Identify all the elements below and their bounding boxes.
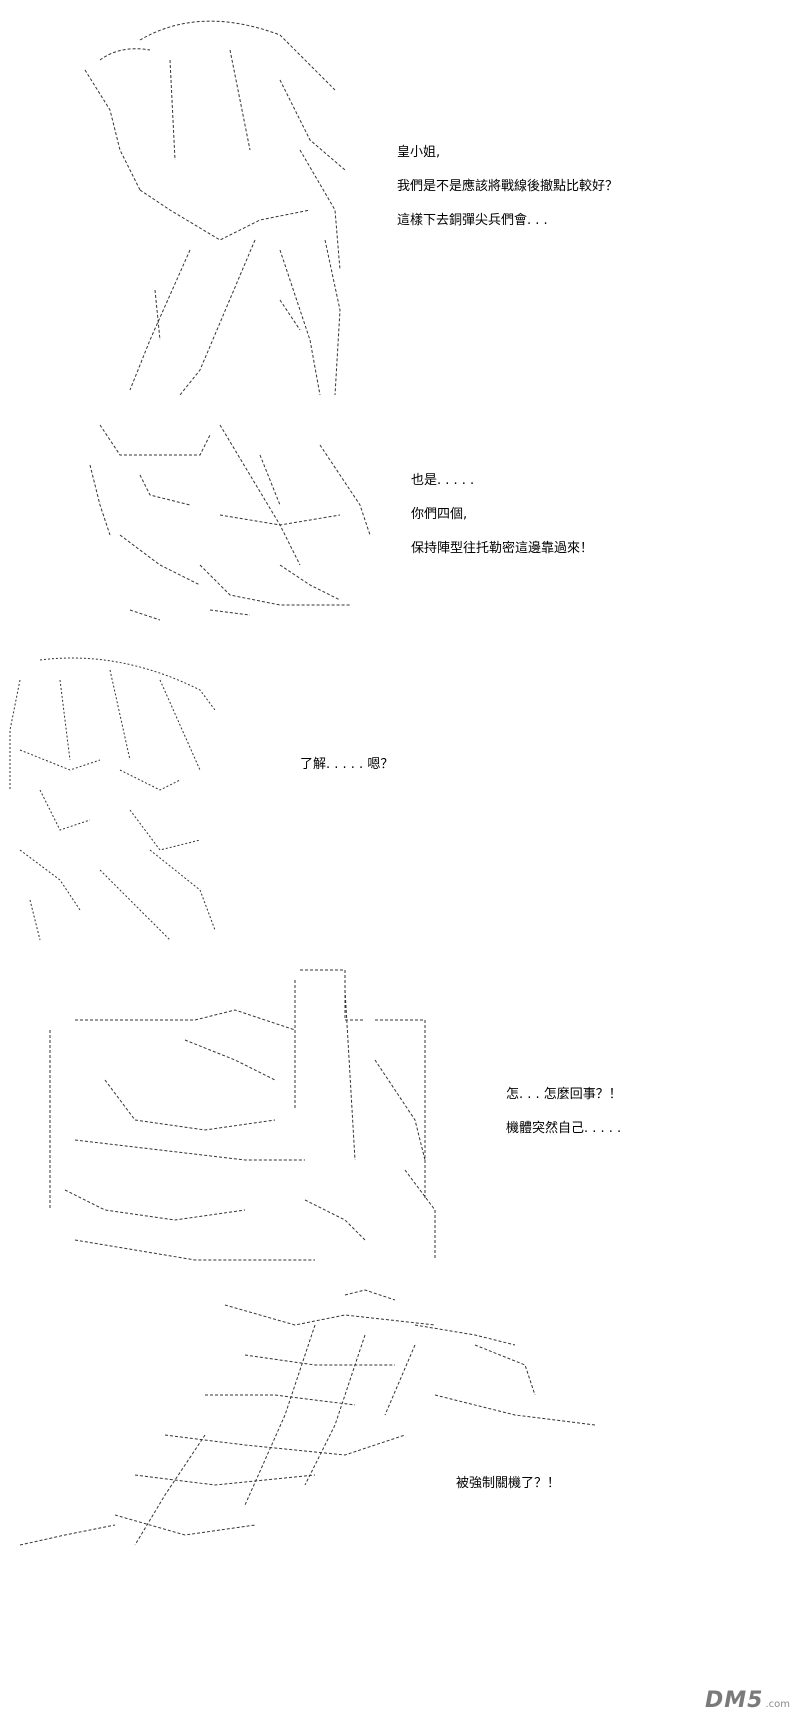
- dialog-panel-3: 了解. . . . . 嗯？: [300, 757, 393, 791]
- dialog-panel-4: 怎. . . 怎麼回事？！ 機體突然自己. . . . .: [506, 1087, 622, 1155]
- aa-art-girl-with-hat: [84, 20, 346, 396]
- dialog-line: 了解. . . . . 嗯？: [300, 757, 394, 772]
- panel-4: 怎. . . 怎麼回事？！ 機體突然自己. . . . .: [0, 940, 800, 1270]
- dialog-panel-1: 皇小姐, 我們是不是應該將戰線後撤點比較好？ 這樣下去銅彈尖兵們會. . .: [397, 145, 618, 247]
- panel-5: 被強制關機了？！: [0, 1270, 800, 1717]
- watermark-domain: .com: [765, 1699, 790, 1710]
- aa-art-mobile-suit-falling: [19, 1289, 596, 1546]
- dialog-panel-2: 也是. . . . . 你們四個, 保持陣型往托勒密這邊靠過來！: [411, 473, 593, 575]
- watermark-logo: DM5: [704, 1688, 764, 1713]
- panel-1: 皇小姐, 我們是不是應該將戰線後撤點比較好？ 這樣下去銅彈尖兵們會. . .: [0, 0, 800, 410]
- aa-art-pilot-portrait: [9, 657, 216, 941]
- dialog-line: 怎. . . 怎麼回事？！: [506, 1087, 622, 1102]
- dialog-line: 你們四個,: [411, 506, 468, 522]
- dialog-line: 這樣下去銅彈尖兵們會. . .: [397, 212, 548, 228]
- dialog-line: 也是. . . . .: [411, 473, 475, 488]
- dm5-watermark: DM5 .com: [705, 1688, 790, 1713]
- dialog-line: 被強制關機了？！: [456, 1476, 561, 1491]
- aa-art-woman-portrait: [89, 424, 371, 621]
- dialog-line: 皇小姐,: [397, 145, 441, 160]
- dialog-line: 保持陣型往托勒密這邊靠過來！: [411, 540, 594, 556]
- dialog-panel-5: 被強制關機了？！: [456, 1476, 560, 1510]
- dialog-line: 機體突然自己. . . . .: [506, 1120, 622, 1136]
- aa-art-cockpit: [49, 969, 436, 1261]
- dialog-line: 我們是不是應該將戰線後撤點比較好？: [397, 178, 619, 194]
- panel-3: 了解. . . . . 嗯？: [0, 630, 800, 941]
- panel-2: 也是. . . . . 你們四個, 保持陣型往托勒密這邊靠過來！: [0, 410, 800, 630]
